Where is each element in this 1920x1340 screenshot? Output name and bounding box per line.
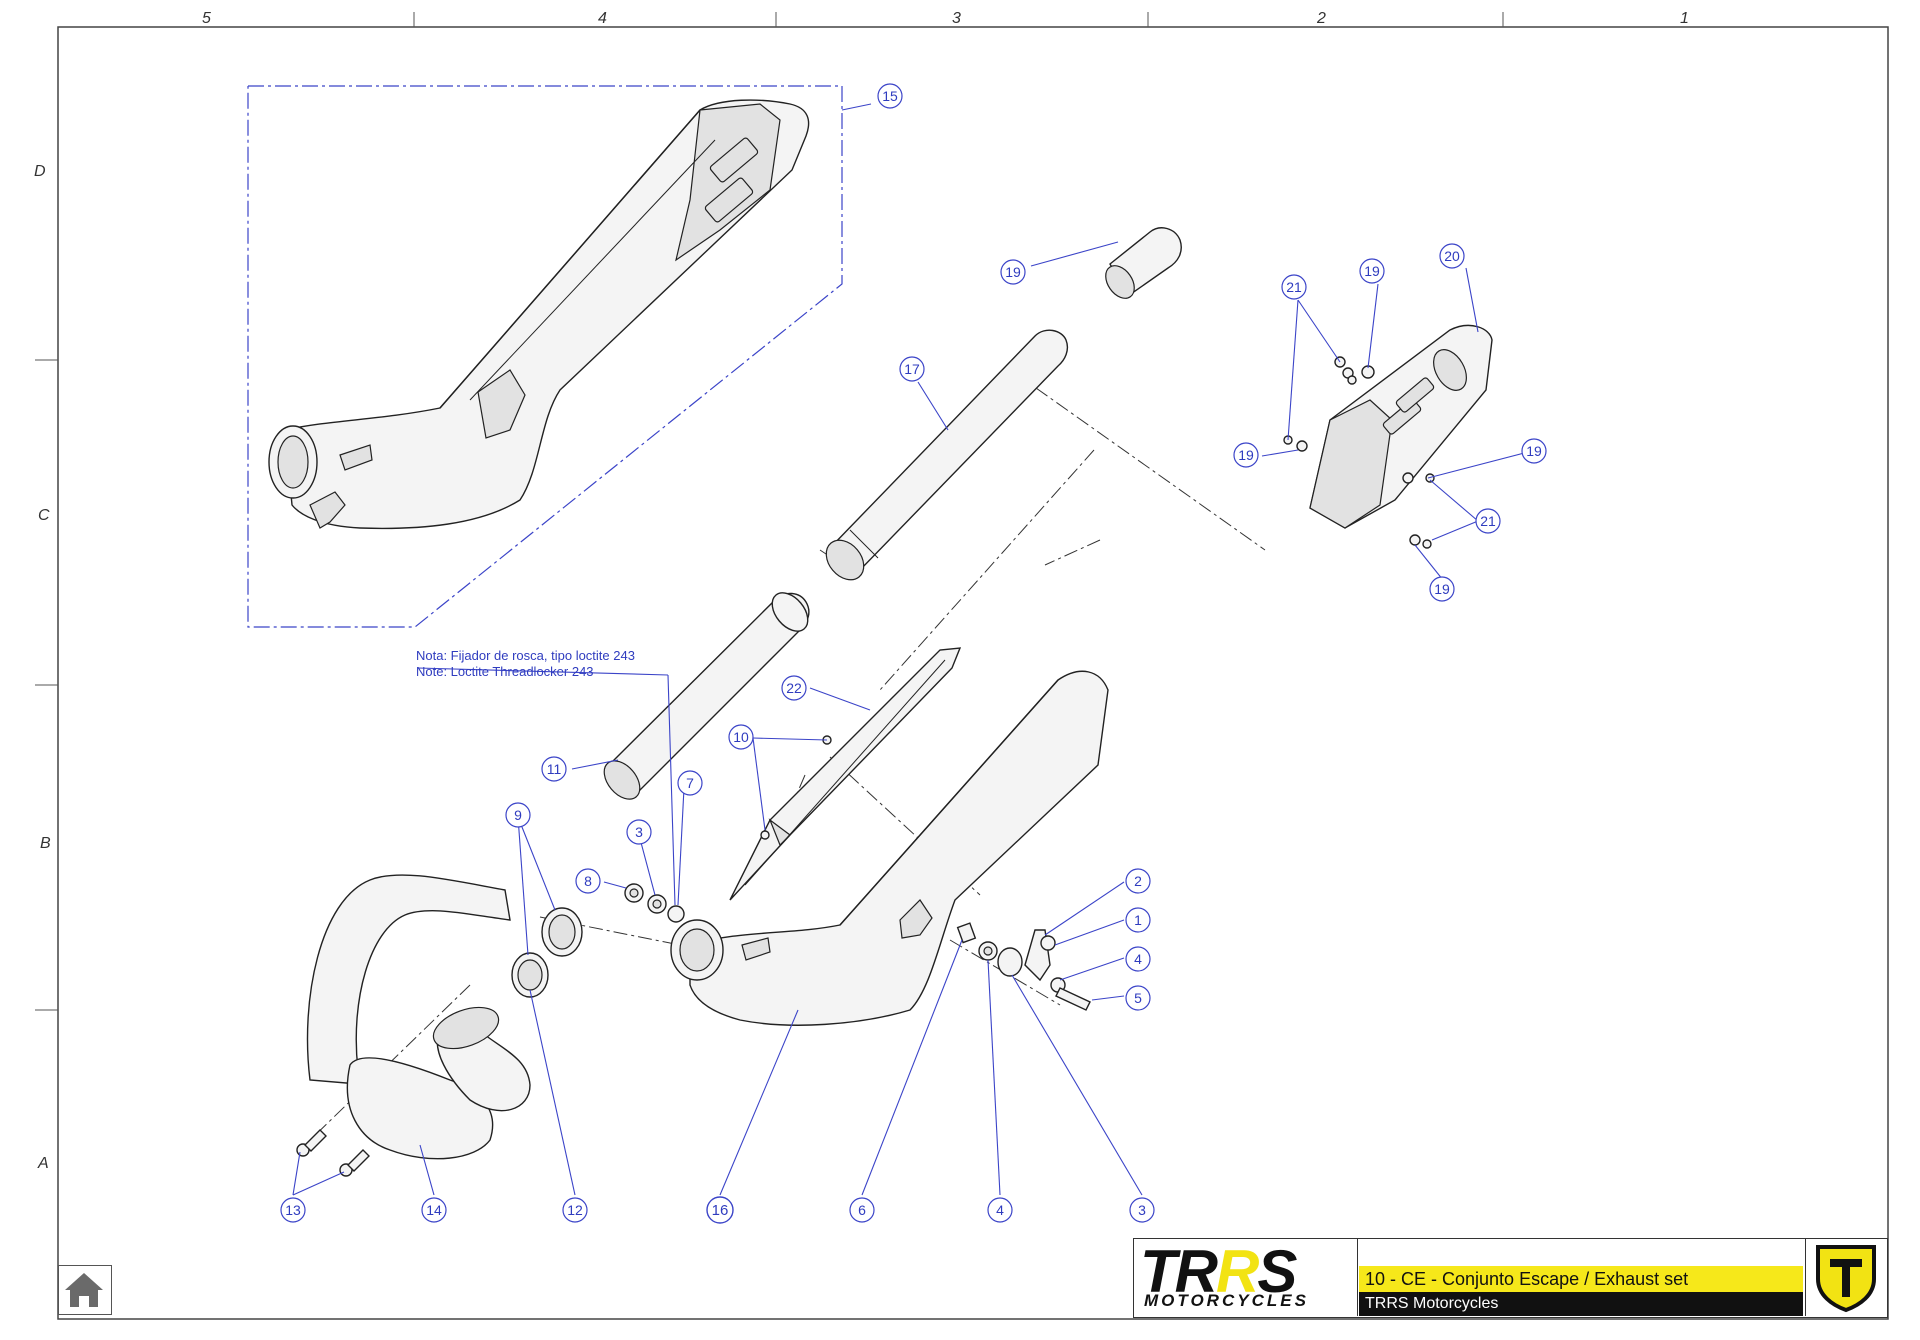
- callout-9: 9: [514, 807, 522, 823]
- callout-11: 11: [547, 761, 562, 777]
- part-14-header-pipe: [296, 874, 531, 1177]
- zone-col-3: 3: [952, 10, 961, 27]
- callout-19-bottom: 19: [1434, 581, 1450, 597]
- callout-3-bottom: 3: [1138, 1202, 1146, 1218]
- callout-21-bottom: 21: [1480, 513, 1496, 529]
- part-19-end-tip: [1105, 227, 1182, 299]
- logo-subtitle: MOTORCYCLES: [1144, 1291, 1309, 1310]
- callout-4-right: 4: [1134, 951, 1142, 967]
- callout-19-right: 19: [1526, 443, 1542, 459]
- callout-22: 22: [786, 680, 802, 696]
- home-icon: [65, 1273, 103, 1307]
- home-button[interactable]: [58, 1265, 112, 1315]
- part-11-perforated-tube: [603, 592, 810, 800]
- callout-16: 16: [712, 1202, 729, 1219]
- callout-3-upper: 3: [635, 824, 643, 840]
- zone-row-A: A: [37, 1155, 49, 1172]
- part-16-muffler-body: [670, 670, 1109, 1026]
- hardware-1-8: [624, 735, 1091, 1011]
- logo-wordmark: TRRS: [1140, 1238, 1297, 1305]
- zone-col-5: 5: [202, 10, 211, 27]
- callout-1: 1: [1134, 912, 1142, 928]
- gaskets-9-12: [511, 907, 583, 998]
- sheet-frame: [57, 26, 1889, 1320]
- part-17-inner-tube: [825, 329, 1069, 581]
- subtitle-bar: TRRS Motorcycles: [1359, 1292, 1803, 1316]
- callout-15: 15: [882, 88, 898, 104]
- callout-2: 2: [1134, 873, 1142, 889]
- zone-row-D: D: [34, 163, 46, 180]
- trrs-shield-icon: [1816, 1245, 1876, 1313]
- leader-lines: [292, 103, 1529, 1196]
- part-22-heat-shield: [729, 647, 962, 901]
- note-en: Note: Loctite Threadlocker 243: [416, 664, 594, 679]
- callout-8: 8: [584, 873, 592, 889]
- callout-5: 5: [1134, 990, 1142, 1006]
- callout-13: 13: [285, 1202, 301, 1218]
- zone-col-2: 2: [1316, 10, 1326, 27]
- callout-19-top: 19: [1005, 264, 1021, 280]
- callouts: 15 19 17 21 19 20 19 19 21 19 22 10 11 7…: [280, 83, 1547, 1224]
- callout-19-left: 19: [1238, 447, 1254, 463]
- callout-17: 17: [904, 361, 920, 377]
- note-es: Nota: Fijador de rosca, tipo loctite 243: [416, 648, 635, 663]
- callout-10: 10: [733, 729, 749, 745]
- drawing-subtitle: TRRS Motorcycles: [1365, 1295, 1499, 1312]
- emblem-box: [1805, 1239, 1888, 1316]
- title-bar: 10 - CE - Conjunto Escape / Exhaust set: [1359, 1266, 1803, 1292]
- zone-row-B: B: [40, 835, 51, 852]
- callout-21-top: 21: [1286, 279, 1302, 295]
- callout-6: 6: [858, 1202, 866, 1218]
- title-block: TRRS MOTORCYCLES 10 - CE - Conjunto Esca…: [1133, 1238, 1888, 1318]
- callout-14: 14: [426, 1202, 442, 1218]
- callout-12: 12: [567, 1202, 583, 1218]
- part-15-muffler-assembly: [268, 99, 810, 530]
- zone-col-4: 4: [598, 10, 607, 27]
- callout-20: 20: [1444, 248, 1460, 264]
- callout-4-bottom: 4: [996, 1202, 1004, 1218]
- zone-row-C: C: [38, 507, 50, 524]
- part-20-end-cap: [1309, 324, 1493, 529]
- callout-7: 7: [686, 775, 694, 791]
- drawing-title: 10 - CE - Conjunto Escape / Exhaust set: [1365, 1269, 1689, 1289]
- detail-frame-15: [247, 85, 843, 628]
- callout-19-upper: 19: [1364, 263, 1380, 279]
- zone-col-1: 1: [1680, 10, 1689, 27]
- zone-ticks: [35, 12, 1504, 1011]
- trrs-logo: TRRS MOTORCYCLES: [1134, 1238, 1358, 1316]
